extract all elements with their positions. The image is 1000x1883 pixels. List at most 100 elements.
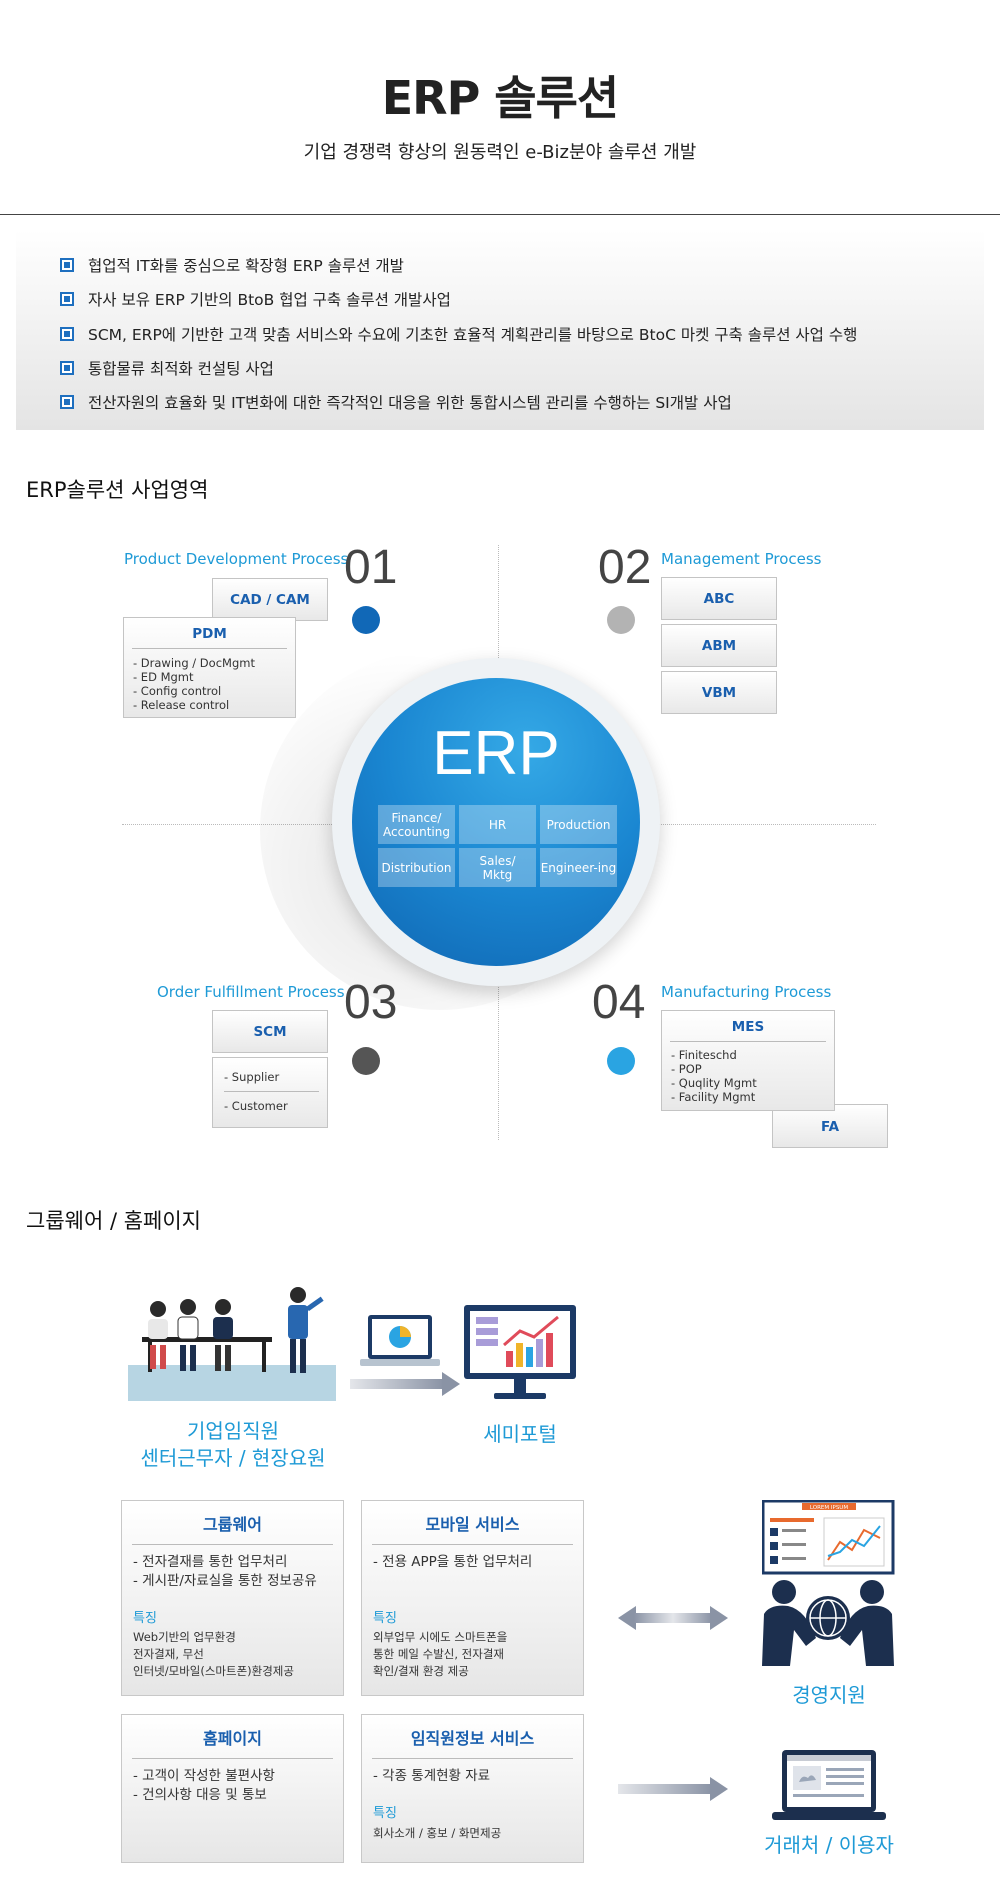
meeting-illustration (128, 1287, 336, 1401)
groupware-feature-title: 특징 (133, 1611, 157, 1626)
q2-dot (607, 606, 635, 634)
employee-info-panel-list: - 각종 통계현황 자료 (373, 1767, 490, 1786)
module-distribution-label: Distribution (381, 860, 452, 875)
mes-item: - Finiteschd (671, 1048, 737, 1062)
panel-item: - 고객이 작성한 불편사항 (133, 1768, 275, 1784)
cad-cam-label: CAD / CAM (230, 592, 310, 608)
bullet-text: 협업적 IT화를 중심으로 확장형 ERP 솔루션 개발 (88, 257, 404, 275)
partner-label: 거래처 / 이용자 (764, 1833, 894, 1857)
mes-list: - Finiteschd - POP - Quqlity Mgmt - Faci… (671, 1048, 834, 1104)
scm-label: SCM (253, 1024, 287, 1040)
groupware-panel-list: - 전자결재를 통한 업무처리 - 게시판/자료실을 통한 정보공유 (133, 1553, 317, 1591)
module-distribution: Distribution (378, 848, 455, 887)
vbm-box: VBM (661, 671, 777, 714)
groupware-section-title: 그룹웨어 / 홈페이지 (26, 1209, 201, 1233)
groupware-panel-title: 그룹웨어 (132, 1511, 333, 1545)
fa-box: FA (772, 1104, 888, 1148)
mes-item: - POP (671, 1062, 702, 1076)
mes-title: MES (670, 1019, 826, 1042)
laptop-chart-icon (360, 1315, 440, 1366)
erp-circle (352, 678, 640, 966)
bullet-text: 자사 보유 ERP 기반의 BtoB 협업 구축 솔루션 개발사업 (88, 291, 451, 309)
module-production: Production (540, 805, 617, 844)
management-label: 경영지원 (792, 1683, 866, 1707)
groupware-feature-text: Web기반의 업무환경 전자결재, 무선 인터넷/모바일(스마트폰)환경제공 (133, 1630, 294, 1678)
report-banner-text: LOREM IPSUM (810, 1505, 848, 1511)
monitor-chart-icon (464, 1305, 576, 1399)
employee-info-feature-title: 특징 (373, 1806, 397, 1821)
module-hr: HR (459, 805, 536, 844)
pdm-item: - Release control (133, 698, 230, 712)
q1-number: 01 (344, 541, 398, 594)
mes-item: - Quqlity Mgmt (671, 1076, 757, 1090)
q4-process-label: Manufacturing Process (661, 983, 832, 1001)
abc-box: ABC (661, 577, 777, 620)
portal-label: 세미포털 (483, 1422, 557, 1446)
bullet-text: 통합물류 최적화 컨설팅 사업 (88, 360, 274, 378)
checkbox-icon (60, 292, 74, 306)
scm-detail-box: - Supplier - Customer (212, 1057, 328, 1128)
abc-label: ABC (703, 591, 735, 607)
q2-process-label: Management Process (661, 550, 822, 568)
pdm-item: - ED Mgmt (133, 670, 194, 684)
mobile-panel-title: 모바일 서비스 (372, 1511, 573, 1545)
pdm-item: - Drawing / DocMgmt (133, 656, 255, 670)
abm-label: ABM (701, 638, 737, 654)
q1-process-label: Product Development Process (124, 550, 349, 568)
checkbox-icon (60, 258, 74, 272)
module-sales: Sales/ Mktg (459, 848, 536, 887)
panel-item: - 건의사항 대응 및 통보 (133, 1787, 267, 1803)
q1-dot (352, 606, 380, 634)
cad-cam-box: CAD / CAM (212, 578, 328, 621)
erp-center-label: ERP (432, 719, 560, 788)
fa-label: FA (820, 1119, 840, 1135)
mes-box: MES - Finiteschd - POP - Quqlity Mgmt - … (661, 1010, 835, 1111)
pdm-list: - Drawing / DocMgmt - ED Mgmt - Config c… (133, 656, 295, 712)
panel-item: - 전자결재를 통한 업무처리 (133, 1554, 288, 1570)
bullet-text: 전산자원의 효율화 및 IT변화에 대한 즉각적인 대응을 위한 통합시스템 관… (88, 394, 732, 412)
q4-dot (607, 1047, 635, 1075)
panel-item: - 게시판/자료실을 통한 정보공유 (133, 1573, 317, 1589)
scm-box: SCM (212, 1010, 328, 1053)
module-hr-label: HR (488, 817, 507, 832)
vbm-label: VBM (701, 685, 737, 701)
handshake-globe-icon (762, 1580, 894, 1666)
q3-dot (352, 1047, 380, 1075)
module-production-label: Production (546, 817, 611, 832)
checkbox-icon (60, 361, 74, 375)
page-subtitle: 기업 경쟁력 향상의 원동력인 e-Biz분야 솔루션 개발 (303, 142, 697, 163)
q2-number: 02 (598, 541, 652, 594)
bullet-item: SCM, ERP에 기반한 고객 맞춤 서비스와 수요에 기초한 효율적 계획관… (60, 322, 857, 346)
abm-box: ABM (661, 624, 777, 667)
panel-item: - 각종 통계현황 자료 (373, 1768, 491, 1784)
homepage-panel: 홈페이지 - 고객이 작성한 불편사항 - 건의사항 대응 및 통보 (121, 1714, 344, 1863)
panel-item: - 전용 APP을 통한 업무처리 (373, 1554, 533, 1570)
scm-item: - Supplier (224, 1070, 319, 1092)
bullet-item: 통합물류 최적화 컨설팅 사업 (60, 356, 274, 380)
bullet-item: 협업적 IT화를 중심으로 확장형 ERP 솔루션 개발 (60, 253, 404, 277)
pdm-title: PDM (132, 626, 287, 649)
module-engineering: Engineer-ing (540, 848, 617, 887)
homepage-panel-list: - 고객이 작성한 불편사항 - 건의사항 대응 및 통보 (133, 1767, 275, 1805)
module-finance-label: Finance/ Accounting (382, 810, 450, 839)
double-arrow-icon (618, 1606, 728, 1630)
module-finance: Finance/ Accounting (378, 805, 455, 844)
homepage-panel-title: 홈페이지 (132, 1725, 333, 1759)
bullet-item: 전산자원의 효율화 및 IT변화에 대한 즉각적인 대응을 위한 통합시스템 관… (60, 390, 732, 414)
q4-number: 04 (592, 976, 646, 1029)
bullet-text: SCM, ERP에 기반한 고객 맞춤 서비스와 수요에 기초한 효율적 계획관… (88, 326, 858, 344)
erp-section-title: ERP솔루션 사업영역 (26, 478, 209, 502)
mobile-feature-title: 특징 (373, 1611, 397, 1626)
module-sales-label: Sales/ Mktg (479, 853, 516, 882)
laptop-web-icon (772, 1750, 886, 1820)
mobile-panel: 모바일 서비스 - 전용 APP을 통한 업무처리 특징 외부업무 시에도 스마… (361, 1500, 584, 1696)
bullet-item: 자사 보유 ERP 기반의 BtoB 협업 구축 솔루션 개발사업 (60, 287, 451, 311)
groupware-panel: 그룹웨어 - 전자결재를 통한 업무처리 - 게시판/자료실을 통한 정보공유 … (121, 1500, 344, 1696)
employee-info-panel-title: 임직원정보 서비스 (372, 1725, 573, 1759)
q3-number: 03 (344, 976, 398, 1029)
mobile-panel-list: - 전용 APP을 통한 업무처리 (373, 1553, 532, 1572)
module-engineering-label: Engineer-ing (540, 860, 617, 875)
employee-info-feature-text: 회사소개 / 홍보 / 화면제공 (373, 1826, 502, 1840)
q3-process-label: Order Fulfillment Process (157, 983, 345, 1001)
header-divider (0, 214, 1000, 215)
